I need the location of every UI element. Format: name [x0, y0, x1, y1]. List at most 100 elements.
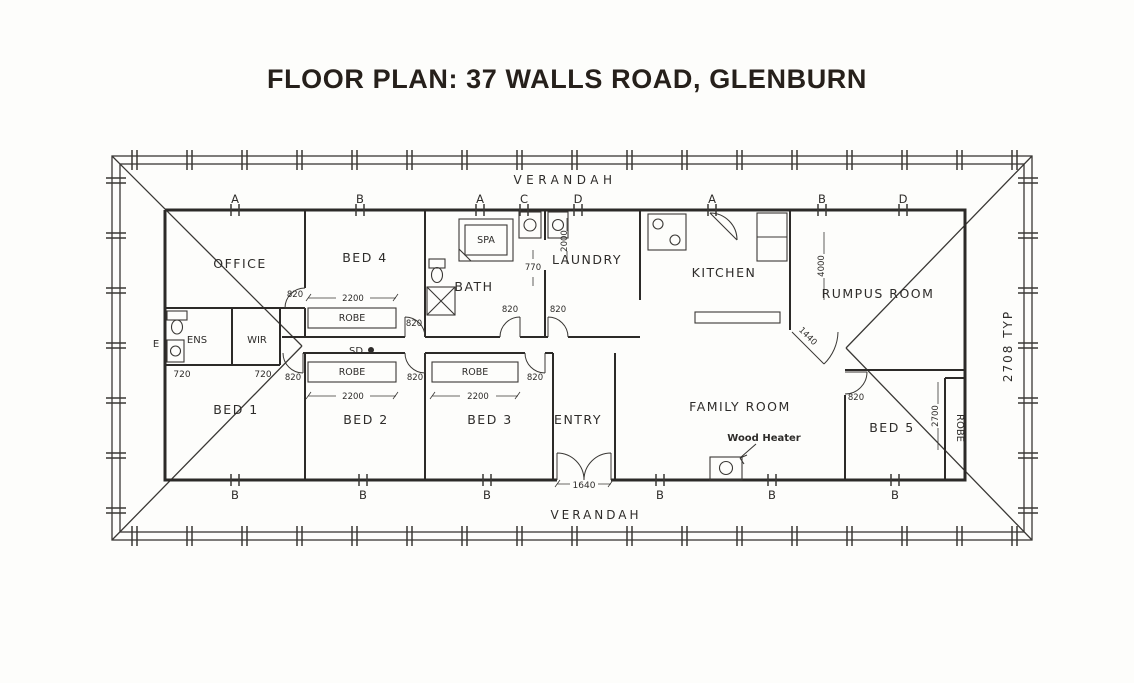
kitchen-corner-pantry: [709, 212, 738, 241]
dim-1640: 1640: [573, 481, 596, 491]
bath-toilet-bowl: [430, 266, 444, 284]
e-marker-label: E: [153, 339, 159, 350]
kitchen-island-bench: [694, 311, 781, 324]
room-label-laundry: LAUNDRY: [552, 252, 622, 267]
dim-2200-bed2: 2200: [342, 392, 364, 402]
ens-vanity: [166, 339, 185, 363]
dim-820-bed1: 820: [285, 373, 301, 383]
cooktop-burner-2: [669, 234, 681, 246]
dim-720-wir: 720: [254, 370, 271, 380]
grid-letter-bottom-2: B: [359, 488, 367, 502]
room-label-robe-vertical: ROBE: [954, 414, 965, 442]
typ-dimension-label: 2708 TYP: [1001, 310, 1015, 382]
bed2-robe-box: [307, 361, 397, 383]
room-label-bed2: BED 2: [343, 412, 389, 427]
dim-2200-bed3: 2200: [467, 392, 489, 402]
dim-820-laundry: 820: [550, 305, 566, 315]
dim-1440: 1440: [796, 325, 818, 347]
roof-hip-lines: [111, 155, 1033, 541]
house-walls: [163, 204, 967, 486]
cooktop-burner-1: [652, 218, 664, 230]
grid-letter-top-2: B: [356, 192, 364, 206]
spa-corner-line: [458, 248, 472, 262]
grid-letter-bottom-1: B: [231, 488, 239, 502]
ens-toilet-bowl: [170, 319, 184, 335]
wood-heater-label: Wood Heater: [727, 433, 801, 444]
page-title: FLOOR PLAN: 37 WALLS ROAD, GLENBURN: [267, 64, 867, 94]
robe-box-label-bed3: ROBE: [462, 367, 489, 378]
smoke-detector-label: SD: [349, 346, 363, 357]
room-label-entry: ENTRY: [554, 412, 602, 427]
door-swings: [282, 287, 868, 481]
room-label-ens: ENS: [187, 335, 207, 346]
grid-letter-top-8: D: [899, 192, 908, 206]
verandah-post-ticks: [106, 150, 1038, 546]
grid-letter-top-7: B: [818, 192, 826, 206]
grid-letter-top-5: D: [574, 192, 583, 206]
door-arcs: [282, 287, 868, 481]
dim-820-bed5: 820: [848, 393, 864, 403]
wood-heater-box: [709, 456, 743, 481]
laundry-trough-bowl-2: [551, 218, 565, 232]
smoke-detector-dot: [368, 347, 374, 353]
dim-820-bath: 820: [502, 305, 518, 315]
room-label-wir: WIR: [247, 335, 267, 346]
grid-letter-bottom-4: B: [656, 488, 664, 502]
exterior-wall: [163, 208, 967, 482]
shower-base: [426, 286, 456, 316]
verandah-top-label: VERANDAH: [513, 173, 616, 187]
grid-letter-bottom-6: B: [891, 488, 899, 502]
room-label-bath: BATH: [454, 279, 493, 294]
kitchen-cooktop: [647, 213, 687, 251]
spa-tub: [458, 218, 514, 262]
dim-820-bed4: 820: [406, 319, 422, 329]
room-label-bed4: BED 4: [342, 250, 388, 265]
robe-box-label-bed2: ROBE: [339, 367, 366, 378]
bed4-robe-box: [307, 307, 397, 329]
dimension-lines: [305, 218, 939, 488]
wall-segment-ticks: [230, 204, 908, 486]
labels: VERANDAH VERANDAH 2708 TYP A B A C D A B…: [153, 173, 1015, 522]
room-label-family: FAMILY ROOM: [689, 399, 791, 414]
fixtures: [166, 211, 788, 481]
dim-820-bed2: 820: [407, 373, 423, 383]
wood-heater-arrow: [739, 443, 757, 465]
dim-2700: 2700: [931, 405, 941, 427]
ens-toilet-cistern: [166, 310, 188, 321]
dim-820-bed3: 820: [527, 373, 543, 383]
verandah-bottom-label: VERANDAH: [550, 508, 641, 522]
grid-letter-bottom-5: B: [768, 488, 776, 502]
grid-letter-top-3: A: [476, 192, 484, 206]
laundry-trough-1: [518, 211, 542, 239]
robe-box-label-bed4: ROBE: [339, 313, 366, 324]
grid-letter-top-1: A: [231, 192, 239, 206]
bed3-robe-box: [431, 361, 519, 383]
shower-cross: [426, 286, 456, 316]
room-label-rumpus: RUMPUS ROOM: [822, 286, 935, 301]
dim-4000: 4000: [817, 255, 827, 277]
dim-720-ens: 720: [173, 370, 190, 380]
interior-walls: [165, 210, 965, 480]
spa-tub-inner: [464, 224, 508, 256]
verandah-inner-edge: [119, 163, 1025, 533]
grid-letter-top-4: C: [520, 192, 528, 206]
room-label-office: OFFICE: [213, 256, 267, 271]
verandah-outline: [106, 150, 1038, 546]
dim-820-office: 820: [287, 290, 303, 300]
ens-basin: [169, 345, 182, 357]
room-label-bed1: BED 1: [213, 402, 259, 417]
laundry-trough-bowl: [523, 218, 537, 232]
bath-toilet-cistern: [428, 258, 446, 269]
dim-2000: 2000: [560, 230, 570, 252]
wood-heater-flue: [718, 460, 734, 476]
grid-letter-top-6: A: [708, 192, 716, 206]
room-label-bed5: BED 5: [869, 420, 915, 435]
dimension-line-marks: [305, 218, 939, 488]
dim-2200-bed4: 2200: [342, 294, 364, 304]
dim-770: 770: [525, 263, 541, 273]
room-label-spa: SPA: [477, 235, 495, 246]
laundry-trough-2: [547, 211, 569, 239]
room-label-kitchen: KITCHEN: [692, 265, 757, 280]
